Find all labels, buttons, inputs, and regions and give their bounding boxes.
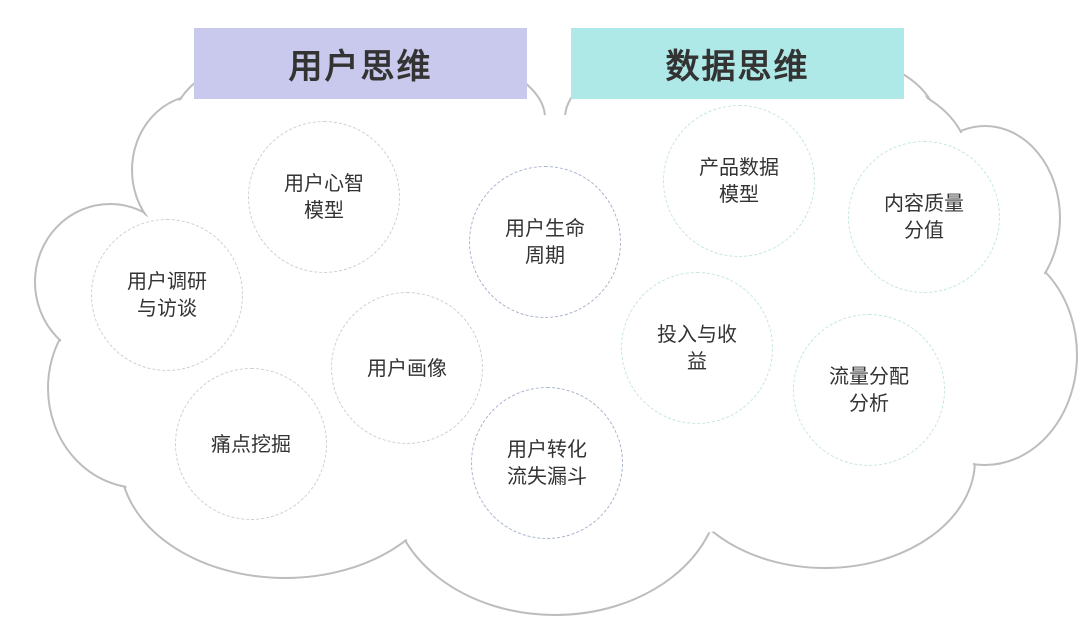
- bubble-user-conversion: 用户转化 流失漏斗: [471, 387, 623, 539]
- bubble-label: 用户生命 周期: [505, 216, 585, 267]
- bubble-label: 内容质量 分值: [884, 191, 964, 242]
- bubble-user-mind-model: 用户心智 模型: [248, 121, 400, 273]
- data-thinking-header: 数据思维: [571, 28, 904, 99]
- bubble-pain-points: 痛点挖掘: [175, 368, 327, 520]
- bubble-content-quality-score: 内容质量 分值: [848, 141, 1000, 293]
- bubble-label: 用户心智 模型: [284, 171, 364, 222]
- bubble-user-research: 用户调研 与访谈: [91, 219, 243, 371]
- bubble-user-lifecycle: 用户生命 周期: [469, 166, 621, 318]
- bubble-label: 流量分配 分析: [829, 364, 909, 415]
- bubble-traffic-distribution: 流量分配 分析: [793, 314, 945, 466]
- bubble-label: 用户转化 流失漏斗: [507, 437, 587, 488]
- bubble-label: 用户调研 与访谈: [127, 269, 207, 320]
- bubble-label: 痛点挖掘: [211, 431, 291, 456]
- user-thinking-header: 用户思维: [194, 28, 527, 99]
- bubble-user-portrait: 用户画像: [331, 292, 483, 444]
- bubble-label: 产品数据 模型: [699, 155, 779, 206]
- bubble-input-and-return: 投入与收 益: [621, 272, 773, 424]
- bubble-label: 投入与收 益: [657, 322, 737, 373]
- bubble-product-data-model: 产品数据 模型: [663, 105, 815, 257]
- bubble-label: 用户画像: [367, 355, 447, 380]
